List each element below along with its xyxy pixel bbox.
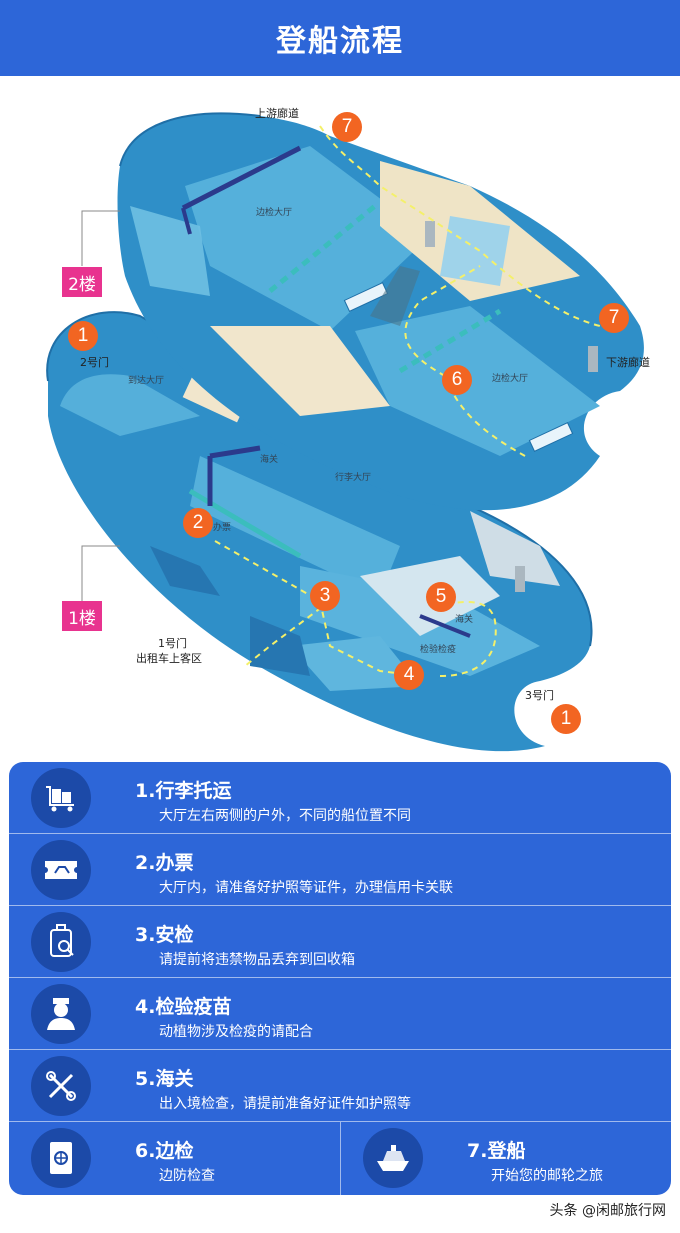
marker-4: 4	[394, 660, 424, 690]
step-row-1: 1.行李托运 大厅左右两侧的户外，不同的船位置不同	[9, 762, 671, 834]
step-title-3: 3.安检	[135, 924, 194, 946]
marker-2: 2	[183, 508, 213, 538]
step-title-6: 6.边检	[135, 1140, 194, 1162]
step-desc-4: 动植物涉及检疫的请配合	[159, 1024, 313, 1040]
step-title-7: 7.登船	[467, 1140, 526, 1162]
step-row-3: 3.安检 请提前将违禁物品丢弃到回收箱	[9, 906, 671, 978]
luggage-cart-icon	[31, 768, 91, 828]
marker-7-right: 7	[599, 303, 629, 333]
step-title-4: 4.检验疫苗	[135, 996, 232, 1018]
suitcase-scan-icon	[31, 912, 91, 972]
marker-1-left: 1	[68, 321, 98, 351]
label-customs-small: 海关	[455, 615, 474, 625]
step-title-1: 1.行李托运	[135, 780, 232, 802]
label-gate-1-line2: 出租车上客区	[136, 652, 202, 665]
marker-5: 5	[426, 582, 456, 612]
label-gate-2: 2号门	[80, 356, 109, 369]
route-path	[214, 125, 601, 677]
step-desc-7: 开始您的邮轮之旅	[491, 1168, 603, 1184]
terminal-map: 2楼 1楼 上游廊道 下游廊道 边检大厅 边检大厅 到达大厅 海关 行李大厅 办…	[0, 76, 680, 760]
label-ticket: 办票	[213, 523, 232, 533]
step-row-2: 2.办票 大厅内，请准备好护照等证件，办理信用卡关联	[9, 834, 671, 906]
ship-icon	[363, 1128, 423, 1188]
boarding-steps-panel: 1.行李托运 大厅左右两侧的户外，不同的船位置不同 2.办票 大厅内，请准备好护…	[9, 762, 671, 1195]
floor-1-plan	[46, 311, 593, 752]
step-title-5: 5.海关	[135, 1068, 194, 1090]
step-desc-3: 请提前将违禁物品丢弃到回收箱	[159, 952, 355, 968]
marker-6: 6	[442, 365, 472, 395]
terminal-map-drawing	[46, 112, 644, 752]
step-title-2: 2.办票	[135, 852, 194, 874]
label-customs: 海关	[260, 455, 279, 465]
marker-7-top: 7	[332, 112, 362, 142]
floor-2-tag: 2楼	[62, 267, 102, 297]
label-arrival-hall: 到达大厅	[128, 376, 165, 386]
label-border-hall-right: 边检大厅	[492, 374, 529, 384]
label-quarantine: 检验检疫	[420, 645, 457, 655]
step-row-5: 5.海关 出入境检查，请提前准备好证件如护照等	[9, 1050, 671, 1122]
page-header: 登船流程	[0, 0, 680, 76]
floor-leader-lines	[81, 210, 120, 601]
floor-2-plan	[117, 112, 644, 592]
passport-icon	[31, 1128, 91, 1188]
step-row-6: 6.边检 边防检查	[9, 1122, 340, 1195]
doctor-icon	[31, 984, 91, 1044]
label-gate-1-line1: 1号门	[158, 637, 187, 650]
step-row-4: 4.检验疫苗 动植物涉及检疫的请配合	[9, 978, 671, 1050]
step-desc-5: 出入境检查，请提前准备好证件如护照等	[159, 1096, 411, 1112]
label-gate-3: 3号门	[525, 689, 554, 702]
step-row-7: 7.登船 开始您的邮轮之旅	[340, 1122, 671, 1195]
ticket-icon	[31, 840, 91, 900]
label-upstream: 上游廊道	[255, 107, 299, 120]
page-title: 登船流程	[276, 24, 404, 59]
label-downstream: 下游廊道	[606, 356, 650, 369]
marker-3: 3	[310, 581, 340, 611]
label-border-hall-top: 边检大厅	[256, 208, 293, 218]
step-desc-2: 大厅内，请准备好护照等证件，办理信用卡关联	[159, 880, 453, 896]
label-baggage-hall: 行李大厅	[335, 473, 372, 483]
floor-1-tag: 1楼	[62, 601, 102, 631]
step-desc-1: 大厅左右两侧的户外，不同的船位置不同	[159, 808, 411, 824]
watermark: 头条 @闲邮旅行网	[549, 1203, 666, 1219]
step-desc-6: 边防检查	[159, 1168, 215, 1184]
tools-icon	[31, 1056, 91, 1116]
marker-1-bottom: 1	[551, 704, 581, 734]
